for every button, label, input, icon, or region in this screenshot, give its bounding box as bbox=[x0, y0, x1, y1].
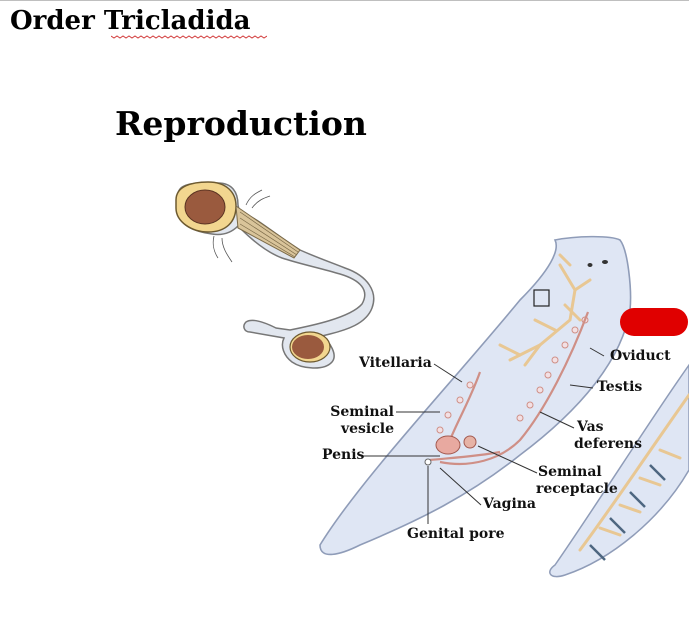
label-seminal-vesicle-line1: Seminal bbox=[330, 404, 394, 420]
label-seminal-receptacle-line1: Seminal bbox=[538, 464, 602, 480]
spellcheck-underline bbox=[111, 35, 267, 39]
planarian-partial-body bbox=[549, 363, 689, 578]
label-seminal-receptacle-line2: receptacle bbox=[536, 481, 618, 497]
section-heading: Reproduction bbox=[115, 104, 367, 143]
label-vitellaria: Vitellaria bbox=[359, 355, 432, 371]
label-vas-deferens-line2: deferens bbox=[574, 436, 642, 452]
label-vas-deferens-line1: Vas bbox=[577, 419, 604, 435]
planarian-body bbox=[319, 235, 632, 556]
egg-capsule-figure bbox=[175, 181, 375, 369]
label-penis: Penis bbox=[322, 447, 365, 463]
label-leader-lines bbox=[363, 347, 605, 524]
top-border bbox=[0, 0, 689, 1]
label-vagina: Vagina bbox=[483, 496, 537, 512]
label-genital-pore: Genital pore bbox=[407, 526, 505, 542]
page-title: Order Tricladida bbox=[10, 6, 251, 36]
red-annotation-mark bbox=[620, 308, 688, 336]
label-seminal-vesicle-line2: vesicle bbox=[341, 421, 394, 437]
label-oviduct: Oviduct bbox=[610, 348, 671, 364]
label-testis: Testis bbox=[597, 379, 643, 395]
